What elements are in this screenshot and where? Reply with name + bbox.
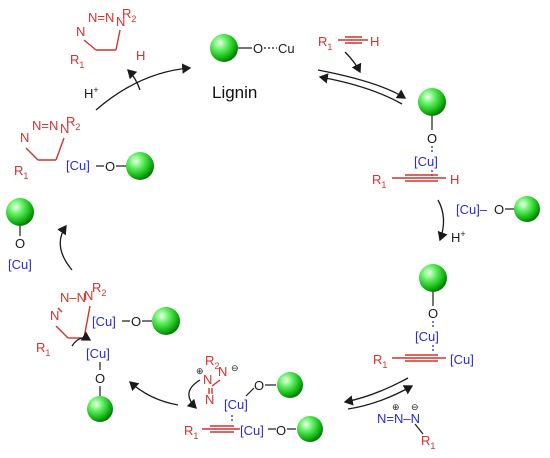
azide-equilibrium: N=N–N ⊕ ⊖ R1 bbox=[343, 377, 435, 451]
equilibrium-arrow-top-right bbox=[317, 51, 407, 105]
svg-text:R2: R2 bbox=[205, 353, 219, 371]
svg-text:R2: R2 bbox=[122, 6, 136, 24]
r1-label: R1 bbox=[318, 34, 332, 52]
azide-copper-complex: N ⊕ N R2 ⊖ N [Cu] O R1 [Cu] O bbox=[184, 353, 323, 442]
svg-text:N: N bbox=[116, 14, 125, 29]
svg-text:O: O bbox=[276, 423, 286, 438]
svg-text:⊕: ⊕ bbox=[392, 402, 400, 412]
svg-text:R1: R1 bbox=[373, 352, 387, 370]
h-label: H bbox=[370, 34, 379, 49]
svg-text:N–N: N–N bbox=[60, 290, 86, 305]
svg-text:O: O bbox=[95, 371, 105, 386]
lignin-sphere-left-middle bbox=[6, 198, 34, 226]
svg-text:O: O bbox=[105, 159, 115, 174]
lignin-sphere-bottom-upper bbox=[277, 372, 303, 398]
svg-text:N: N bbox=[218, 364, 227, 379]
svg-text:O: O bbox=[15, 236, 25, 251]
svg-text:O: O bbox=[131, 314, 141, 329]
svg-text:[Cu]: [Cu] bbox=[66, 158, 90, 173]
svg-text:N: N bbox=[60, 121, 69, 136]
svg-text:[Cu]: [Cu] bbox=[86, 346, 110, 361]
lignin-sphere-left-lower-bottom bbox=[87, 396, 113, 422]
lignin-sphere-left-upper bbox=[126, 152, 154, 180]
svg-text:N=N: N=N bbox=[32, 118, 58, 133]
svg-text:R2: R2 bbox=[66, 114, 80, 132]
lignin-sphere-right-lower bbox=[419, 264, 447, 292]
svg-text:N: N bbox=[20, 130, 29, 145]
lignin-label: Lignin bbox=[212, 83, 257, 102]
svg-text:O: O bbox=[494, 202, 504, 217]
svg-text:N=N: N=N bbox=[88, 10, 114, 25]
svg-text:R1: R1 bbox=[14, 163, 28, 181]
released-cu-species: O [Cu] bbox=[6, 198, 73, 272]
azide-label: N=N–N bbox=[377, 411, 420, 426]
svg-text:[Cu]: [Cu] bbox=[8, 257, 32, 272]
svg-text:[Cu]: [Cu] bbox=[224, 397, 248, 412]
svg-text:N: N bbox=[84, 288, 93, 303]
copper-triazolide: N=N N R2 N R1 [Cu] O bbox=[14, 114, 154, 181]
svg-text:R1: R1 bbox=[70, 52, 84, 70]
svg-text:O: O bbox=[427, 131, 437, 146]
svg-text:[Cu]: [Cu] bbox=[415, 329, 439, 344]
svg-text:[Cu]–: [Cu]– bbox=[456, 202, 488, 217]
svg-text:R2: R2 bbox=[92, 280, 106, 298]
cu-label: Cu bbox=[278, 41, 295, 56]
lignin-sphere-right-upper bbox=[418, 88, 446, 116]
cu-bracket-label: [Cu] bbox=[414, 154, 438, 169]
deprotonation-step: [Cu]– O H+ bbox=[437, 196, 540, 245]
svg-text:[Cu]: [Cu] bbox=[450, 352, 474, 367]
metallacycle-intermediate: N–N N R2 N R1 [Cu] O [Cu] O bbox=[36, 280, 180, 422]
svg-text:H: H bbox=[136, 48, 145, 63]
lignin-sphere-left-lower-right bbox=[152, 307, 180, 335]
o-label: O bbox=[253, 41, 263, 56]
protonolysis-step: H+ bbox=[84, 63, 192, 111]
svg-text:R1: R1 bbox=[421, 433, 435, 451]
svg-text:⊕: ⊕ bbox=[196, 366, 204, 376]
arrow-bottom-to-left bbox=[129, 381, 179, 406]
svg-text:R1: R1 bbox=[36, 340, 50, 358]
svg-text:N: N bbox=[50, 308, 59, 323]
svg-text:R1: R1 bbox=[184, 423, 198, 441]
proton-right: H+ bbox=[451, 229, 466, 245]
svg-text:[Cu]: [Cu] bbox=[240, 423, 264, 438]
svg-text:N: N bbox=[203, 372, 212, 387]
svg-text:⊖: ⊖ bbox=[411, 402, 419, 412]
triazole-product: N=N N R2 N R1 H bbox=[70, 6, 145, 70]
proton-top: H+ bbox=[84, 85, 99, 101]
cu-alkyne-pi-complex: O [Cu] R1 H bbox=[372, 88, 459, 190]
lignin-cu-complex: O Cu bbox=[210, 34, 295, 62]
lignin-sphere-bottom-lower bbox=[297, 416, 323, 442]
svg-text:R1: R1 bbox=[372, 172, 386, 190]
svg-text:[Cu]: [Cu] bbox=[92, 314, 116, 329]
copper-acetylide: O [Cu] R1 [Cu] bbox=[373, 264, 474, 370]
svg-text:O: O bbox=[254, 378, 264, 393]
svg-text:N: N bbox=[76, 24, 85, 39]
lignin-sphere-top bbox=[210, 34, 238, 62]
alkyne-reagent: R1 H bbox=[318, 34, 379, 52]
svg-text:O: O bbox=[428, 306, 438, 321]
svg-text:H: H bbox=[450, 172, 459, 187]
svg-text:⊖: ⊖ bbox=[231, 363, 239, 373]
svg-text:N: N bbox=[205, 392, 214, 407]
lignin-sphere-far-right bbox=[514, 196, 540, 222]
